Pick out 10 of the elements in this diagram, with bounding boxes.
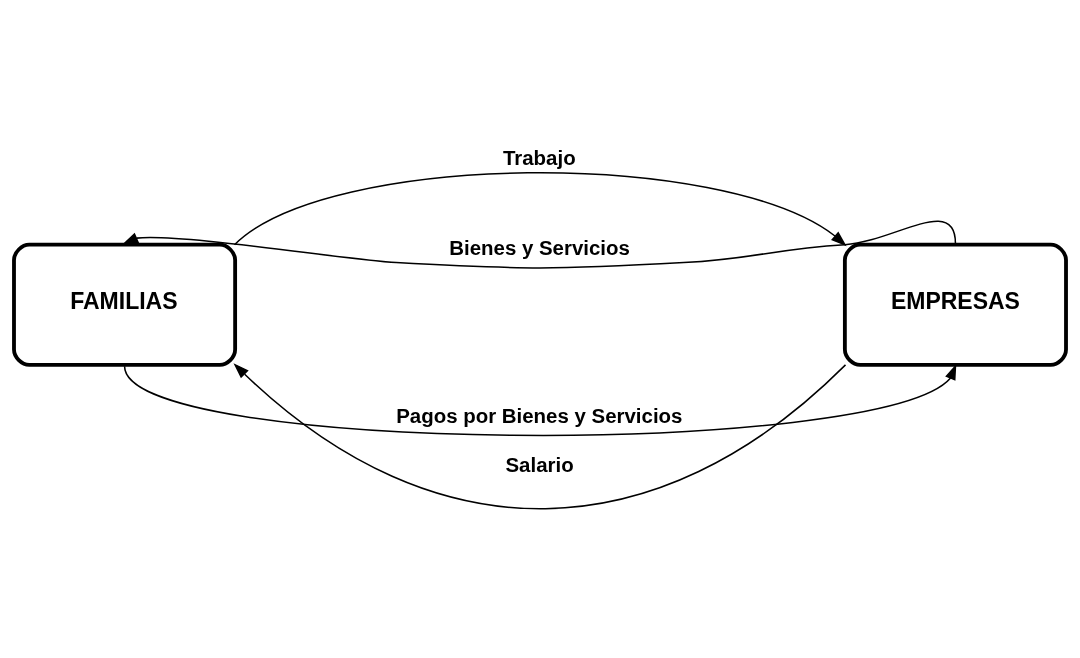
arrow [233, 362, 847, 509]
arrow [233, 171, 847, 246]
edge-label: Pagos por Bienes y Servicios [396, 403, 683, 427]
node-box: FAMILIAS [12, 242, 238, 367]
arrow [123, 363, 957, 436]
node-box: EMPRESAS [842, 242, 1068, 367]
edge-label: Bienes y Servicios [449, 235, 630, 259]
edge-label: Trabajo [502, 145, 576, 169]
arrow [122, 220, 957, 269]
edge-label: Salario [505, 452, 574, 476]
